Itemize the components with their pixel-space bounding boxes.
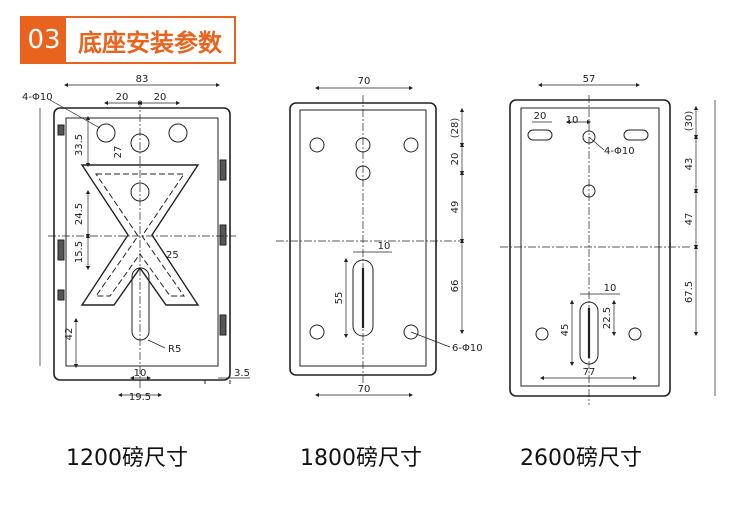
side-slot-right bbox=[623, 129, 649, 141]
x-cutout-dashed bbox=[95, 173, 185, 297]
dim-66: 66 bbox=[450, 280, 461, 293]
section-number: 03 bbox=[22, 18, 66, 62]
dim-hole-offset: 10 bbox=[566, 115, 579, 126]
dim-49: 49 bbox=[450, 201, 461, 214]
dim-33-5: 33.5 bbox=[74, 134, 85, 156]
dim-top-width: 70 bbox=[358, 76, 371, 87]
drawing-2600-labels: 57 20 10 4-Φ10 (30) 43 47 67.5 10 45 22.… bbox=[534, 74, 695, 378]
caption-1800: 1800磅尺寸 bbox=[300, 446, 422, 471]
dim-radius: R5 bbox=[168, 344, 181, 355]
dim-67-5: 67.5 bbox=[684, 281, 695, 303]
base-plate-outline bbox=[509, 99, 671, 397]
dim-43: 43 bbox=[684, 158, 695, 171]
dim-slot-width: 10 bbox=[378, 241, 391, 252]
section-header: 03 底座安装参数 bbox=[20, 16, 236, 64]
dim-24-5: 24.5 bbox=[74, 203, 85, 225]
dim-width: 83 bbox=[136, 74, 149, 85]
dim-47: 47 bbox=[684, 213, 695, 226]
dim-30: (30) bbox=[684, 111, 695, 132]
dim-top-width: 57 bbox=[583, 74, 596, 85]
dim-slot-offset: 20 bbox=[534, 111, 547, 122]
drawing-2600 bbox=[500, 82, 716, 405]
dim-slot-length: 55 bbox=[334, 292, 345, 305]
dim-27: 27 bbox=[113, 146, 124, 159]
dim-28: (28) bbox=[450, 118, 461, 139]
dim-hole-spacing-1: 20 bbox=[116, 92, 129, 103]
hole bbox=[628, 327, 642, 341]
hole bbox=[403, 137, 419, 153]
dim-slot: 10 bbox=[134, 368, 147, 379]
drawing-1800 bbox=[276, 85, 465, 398]
hole bbox=[168, 123, 188, 143]
dim-bottom-width: 77 bbox=[583, 367, 596, 378]
dim-offset: 19.5 bbox=[129, 392, 151, 403]
dim-slot-width: 10 bbox=[604, 283, 617, 294]
caption-1200: 1200磅尺寸 bbox=[66, 446, 188, 471]
hole bbox=[309, 324, 325, 340]
dim-slot-length: 45 bbox=[560, 324, 571, 337]
dim-hole-spacing-2: 20 bbox=[154, 92, 167, 103]
base-plate-inner bbox=[65, 117, 219, 367]
hole bbox=[96, 123, 116, 143]
dim-25: 25 bbox=[166, 250, 179, 261]
side-slot-left bbox=[527, 129, 553, 141]
x-cutout bbox=[80, 164, 200, 306]
caption-2600: 2600磅尺寸 bbox=[520, 446, 642, 471]
dim-holes: 4-Φ10 bbox=[604, 146, 635, 157]
section-title: 底座安装参数 bbox=[78, 28, 222, 57]
drawing-1200 bbox=[39, 82, 250, 398]
dim-42: 42 bbox=[64, 328, 75, 341]
dim-bottom-width: 70 bbox=[358, 384, 371, 395]
hole bbox=[309, 137, 325, 153]
dim-holes: 4-Φ10 bbox=[22, 92, 53, 103]
center-slot bbox=[131, 267, 150, 341]
hole bbox=[403, 324, 419, 340]
dim-holes: 6-Φ10 bbox=[452, 343, 483, 354]
dim-15-5: 15.5 bbox=[74, 241, 85, 263]
drawing-1800-labels: 70 (28) 20 49 10 55 66 6-Φ10 70 bbox=[334, 76, 483, 395]
drawing-1200-labels: 83 20 20 4-Φ10 33.5 27 24.5 15.5 25 42 R… bbox=[22, 74, 250, 403]
dim-22-5: 22.5 bbox=[602, 307, 613, 329]
dim-edge: 3.5 bbox=[234, 368, 250, 379]
dim-20: 20 bbox=[450, 153, 461, 166]
hole bbox=[535, 327, 549, 341]
